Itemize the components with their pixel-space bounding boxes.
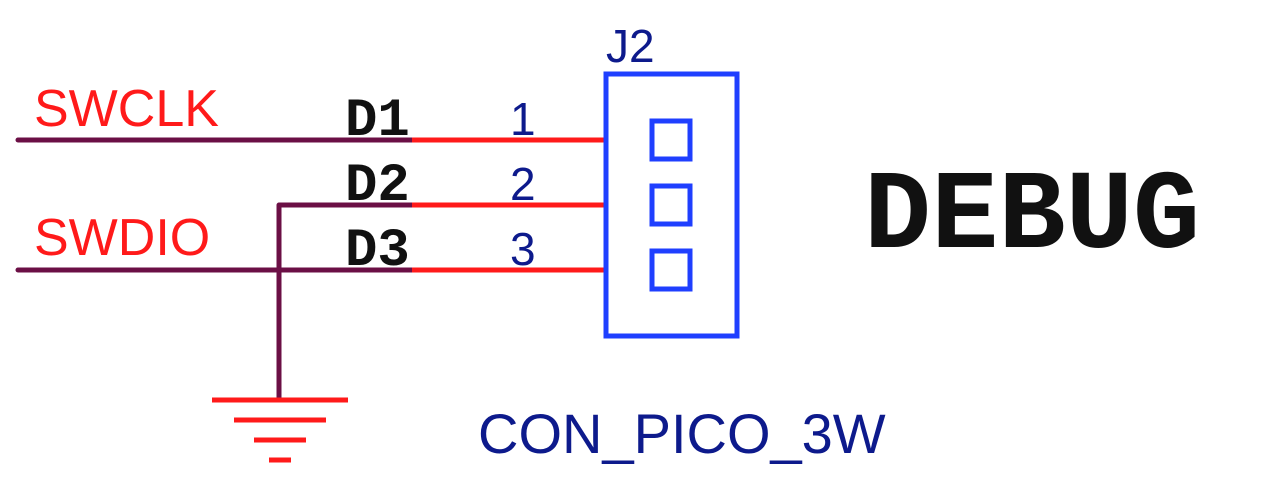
connector-body xyxy=(603,71,740,339)
pin-number-1: 1 xyxy=(510,93,536,145)
net-label-swclk: SWCLK xyxy=(34,80,219,138)
ground-symbol xyxy=(212,397,348,463)
connector-pin-2-pad xyxy=(649,183,693,227)
net-label-swdio: SWDIO xyxy=(34,209,210,267)
pin-number-2: 2 xyxy=(510,158,536,210)
connector-value: CON_PICO_3W xyxy=(478,402,886,465)
connector-reference: J2 xyxy=(606,20,655,72)
wire-ground xyxy=(276,202,415,403)
connector-pin-3-pad xyxy=(649,248,693,292)
connector-pin-1-pad xyxy=(649,118,693,162)
sheet-title: DEBUG xyxy=(864,154,1200,281)
pin-name-2: D2 xyxy=(345,156,410,217)
pin-name-1: D1 xyxy=(345,91,410,152)
pin-number-3: 3 xyxy=(510,223,536,275)
pin-name-3: D3 xyxy=(345,221,410,282)
